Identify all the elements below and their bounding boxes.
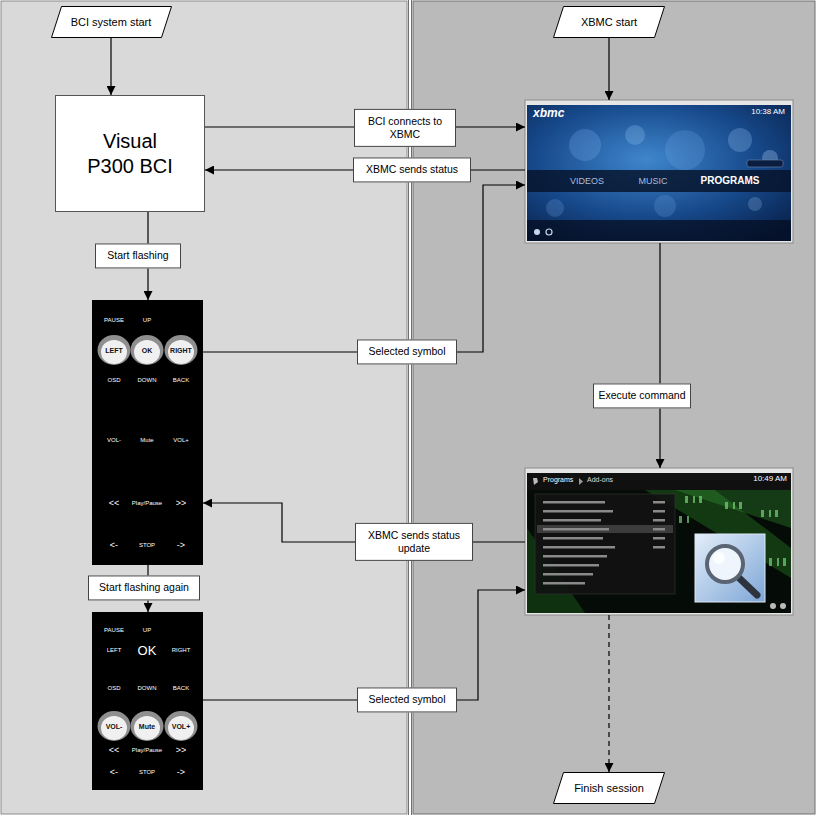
matrix-symbol: BACK: [173, 685, 189, 691]
screen-text: Add-ons: [587, 476, 613, 483]
screenshot: Programs Add-ons 10:49 AM: [525, 468, 793, 615]
matrix-symbol: DOWN: [138, 685, 157, 691]
screen-text: Programs: [543, 476, 573, 483]
matrix-symbol: OK: [138, 644, 157, 657]
matrix-symbol: VOL+: [173, 437, 189, 443]
screen-text: MUSIC: [639, 177, 668, 186]
matrix-symbol: VOL+: [172, 723, 190, 730]
xbmc-panel: [413, 1, 815, 814]
matrix-symbol: VOL-: [106, 723, 123, 730]
screen-text: xbmc: [533, 107, 564, 119]
screen-text: 10:38 AM: [751, 108, 785, 116]
terminal-parallelogram: Finish session: [553, 772, 665, 804]
matrix-symbol: DOWN: [138, 377, 157, 383]
terminal-label: Finish session: [574, 782, 644, 794]
edge-label: Start flashing again: [88, 575, 200, 600]
matrix-symbol: >>: [176, 746, 187, 755]
terminal-label: XBMC start: [581, 16, 637, 28]
matrix-symbol: UP: [143, 627, 151, 633]
matrix-symbol: STOP: [139, 769, 155, 775]
p300-matrix: PAUSE UP LEFT OK RIGHT OSD DOWN BACK VOL- Mute VOL…: [92, 612, 203, 790]
matrix-symbol: >>: [176, 499, 187, 508]
matrix-symbol: <-: [110, 768, 118, 777]
bci-panel: [1, 1, 407, 814]
matrix-symbol: RIGHT: [172, 647, 191, 653]
matrix-symbol: Play/Pause: [132, 500, 162, 506]
edge-label: XBMC sends status: [353, 157, 471, 182]
flow-arrow: [110, 38, 111, 95]
matrix-symbol: <<: [109, 499, 120, 508]
xbmc-home-screenshot: [525, 100, 793, 243]
edge-label: Selected symbol: [357, 339, 457, 364]
flash-faces: [98, 335, 198, 741]
matrix-symbol: PAUSE: [104, 317, 124, 323]
p300-matrix: PAUSE UP LEFT OK RIGHT OSD DOWN BACK VOL- Mute VOL…: [92, 300, 203, 565]
matrix-symbol: OSD: [107, 685, 120, 691]
matrix-symbol: OK: [142, 347, 153, 354]
matrix-symbol: LEFT: [107, 647, 122, 653]
matrix-symbol: <-: [110, 541, 118, 550]
matrix-symbol: BACK: [173, 377, 189, 383]
matrix-screen: [92, 612, 203, 790]
matrix-screen: [92, 300, 203, 565]
matrix-symbol: LEFT: [105, 347, 123, 354]
flow-arrow: [608, 38, 609, 100]
flow-arrow: [203, 590, 525, 700]
matrix-symbol: <<: [109, 746, 120, 755]
terminal-label: BCI system start: [71, 16, 152, 28]
matrix-symbol: Mute: [139, 723, 155, 730]
matrix-symbol: Play/Pause: [132, 747, 162, 753]
edge-label: Start flashing: [95, 243, 181, 268]
edge-label: XBMC sends status update: [355, 523, 473, 561]
screen-text: VIDEOS: [570, 177, 604, 186]
matrix-symbol: STOP: [139, 542, 155, 548]
matrix-symbol: Mute: [140, 437, 153, 443]
flow-arrow: [203, 185, 525, 352]
screen-text: 10:49 AM: [753, 475, 787, 483]
matrix-symbol: VOL-: [107, 437, 121, 443]
screen-text: PROGRAMS: [701, 176, 760, 186]
edge-label: Execute command: [593, 383, 691, 408]
matrix-symbol: PAUSE: [104, 627, 124, 633]
xbmc-addons-screenshot: [525, 468, 793, 615]
matrix-symbol: UP: [143, 317, 151, 323]
edge-label: BCI connects to XBMC: [354, 109, 456, 147]
box-title: Visual P300 BCI: [81, 129, 179, 179]
matrix-symbol: OSD: [107, 377, 120, 383]
matrix-symbol: ->: [177, 768, 185, 777]
terminal-parallelogram: BCI system start: [51, 6, 172, 38]
terminal-parallelogram: XBMC start: [553, 6, 665, 38]
screenshot: xbmc 10:38 AM VIDEOS MUSIC PROGRAMS: [525, 100, 793, 243]
process-box: Visual P300 BCI: [55, 95, 205, 212]
edge-label: Selected symbol: [357, 687, 457, 712]
flow-arrow: [659, 243, 660, 468]
matrix-symbol: RIGHT: [170, 347, 192, 354]
flow-arrow: [608, 615, 609, 772]
matrix-symbol: ->: [177, 541, 185, 550]
